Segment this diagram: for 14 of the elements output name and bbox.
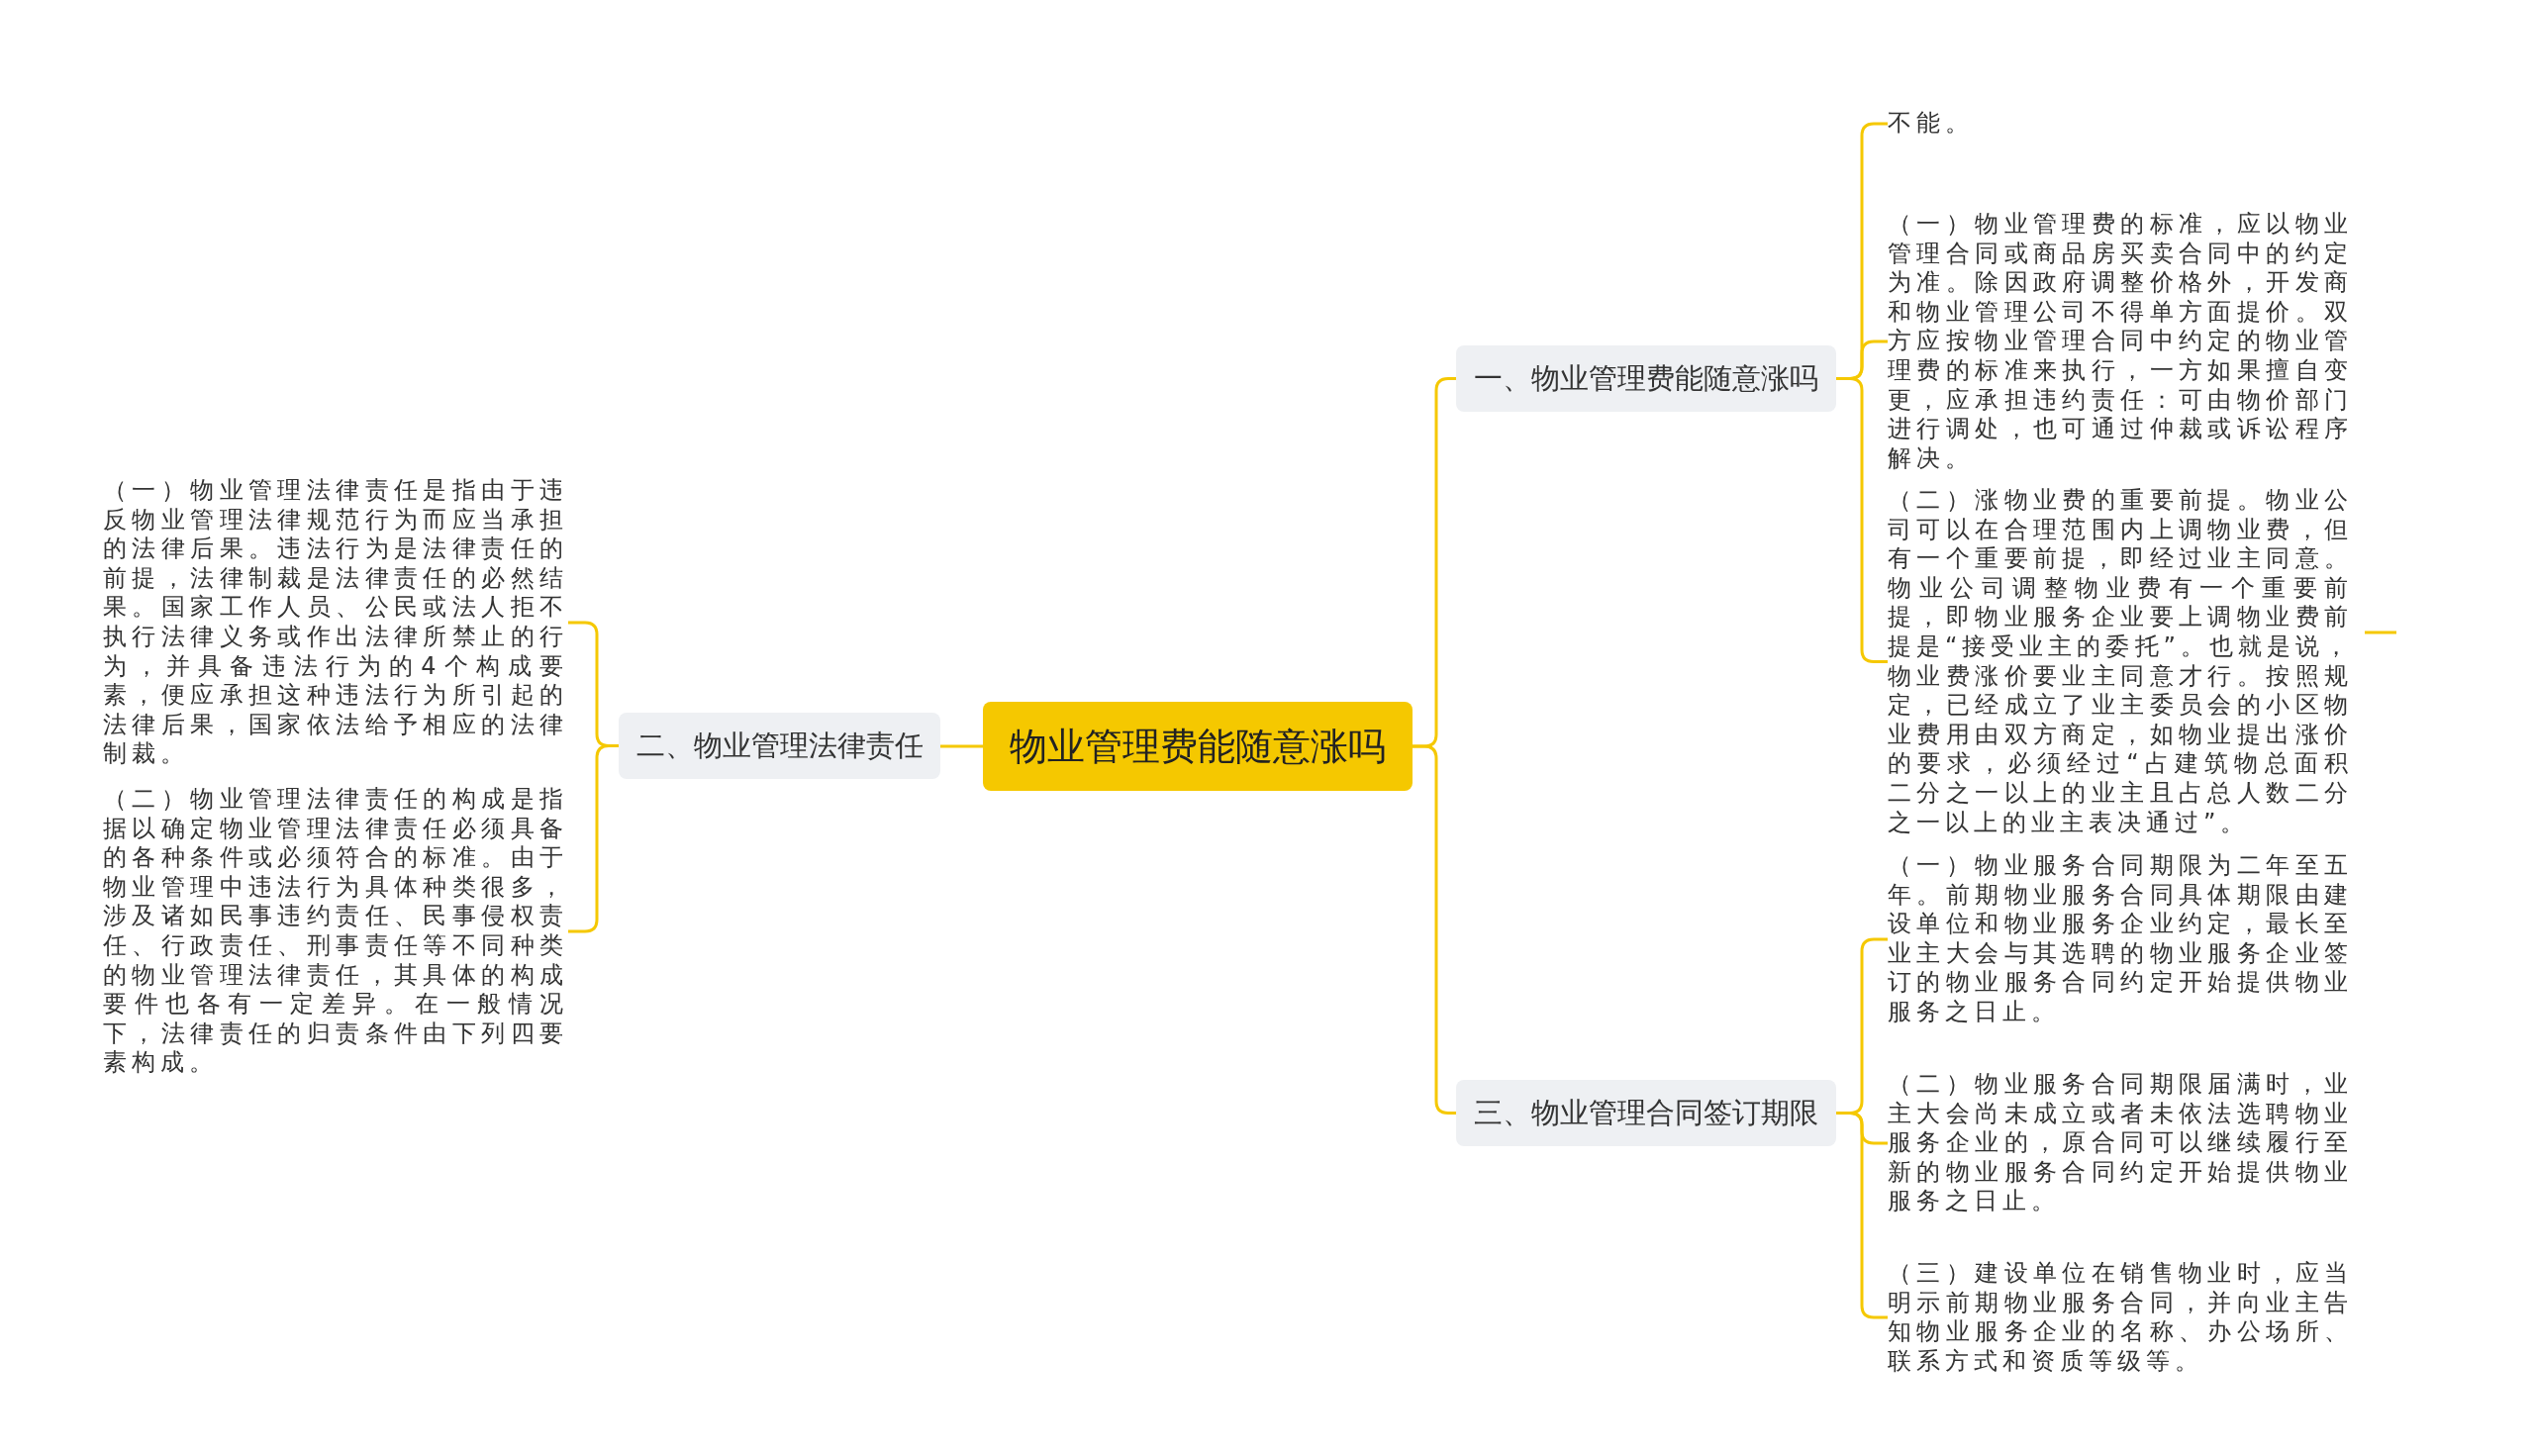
branch-box: 一、物业管理费能随意涨吗 (1456, 345, 1836, 412)
topic-box: 物业管理费能随意涨吗 (983, 702, 1413, 791)
note-text: （一）物业管理法律责任是指由于违反物业管理法律规范行为而应当承担的法律后果。违法行为是法律责任的前提，法律制裁是法律责任的必然结果。国家工作人员、公民或法人拒不执行法律义务或作出法律所禁止的行为，并具备违法行为的4个构成要素，便应承担这种违法行为所引起的法律后果，国家依法给予相应的法律制裁。 (103, 476, 568, 769)
branch-box: 二、物业管理法律责任 (619, 713, 940, 779)
note-text: （一）物业服务合同期限为二年至五年。前期物业服务合同具体期限由建设单位和物业服务企业约定，最长至业主大会与其选聘的物业服务企业签订的物业服务合同约定开始提供物业服务之日止。 (1888, 851, 2353, 1027)
note-text: （二）物业管理法律责任的构成是指据以确定物业管理法律责任必须具备的各种条件或必须符合的标准。由于物业管理中违法行为具体种类很多，涉及诸如民事违约责任、民事侵权责任、行政责任、刑事责任等不同种类的物业管理法律责任，其具体的构成要件也各有一定差异。在一般情况下，法律责任的归责条件由下列四要素构成。 (103, 785, 568, 1078)
note-text: 不能。 (1888, 109, 2353, 139)
note-text: （二）物业服务合同期限届满时，业主大会尚未成立或者未依法选聘物业服务企业的，原合同可以继续履行至新的物业服务合同约定开始提供物业服务之日止。 (1888, 1070, 2353, 1216)
branch-box: 三、物业管理合同签订期限 (1456, 1080, 1836, 1146)
note-text: （二）涨物业费的重要前提。物业公司可以在合理范围内上调物业费，但有一个重要前提，即经过业主同意。物业公司调整物业费有一个重要前提，即物业服务企业要上调物业费前提是“接受业主的委托”。也就是说，物业费涨价要业主同意才行。按照规定，已经成立了业主委员会的小区物业费用由双方商定，如物业提出涨价的要求，必须经过“占建筑物总面积二分之一以上的业主且占总人数二分之一以上的业主表决通过”。 (1888, 486, 2353, 838)
note-text: （一）物业管理费的标准，应以物业管理合同或商品房买卖合同中的约定为准。除因政府调整价格外，开发商和物业管理公司不得单方面提价。双方应按物业管理合同中约定的物业管理费的标准来执行，一方如果擅自变更，应承担违约责任：可由物价部门进行调处，也可通过仲裁或诉讼程序解决。 (1888, 210, 2353, 474)
connector-line (940, 744, 983, 748)
connector-line (1413, 744, 1456, 1115)
note-text: （三）建设单位在销售物业时，应当明示前期物业服务合同，并向业主告知物业服务企业的名称、办公场所、联系方式和资质等级等。 (1888, 1259, 2353, 1377)
